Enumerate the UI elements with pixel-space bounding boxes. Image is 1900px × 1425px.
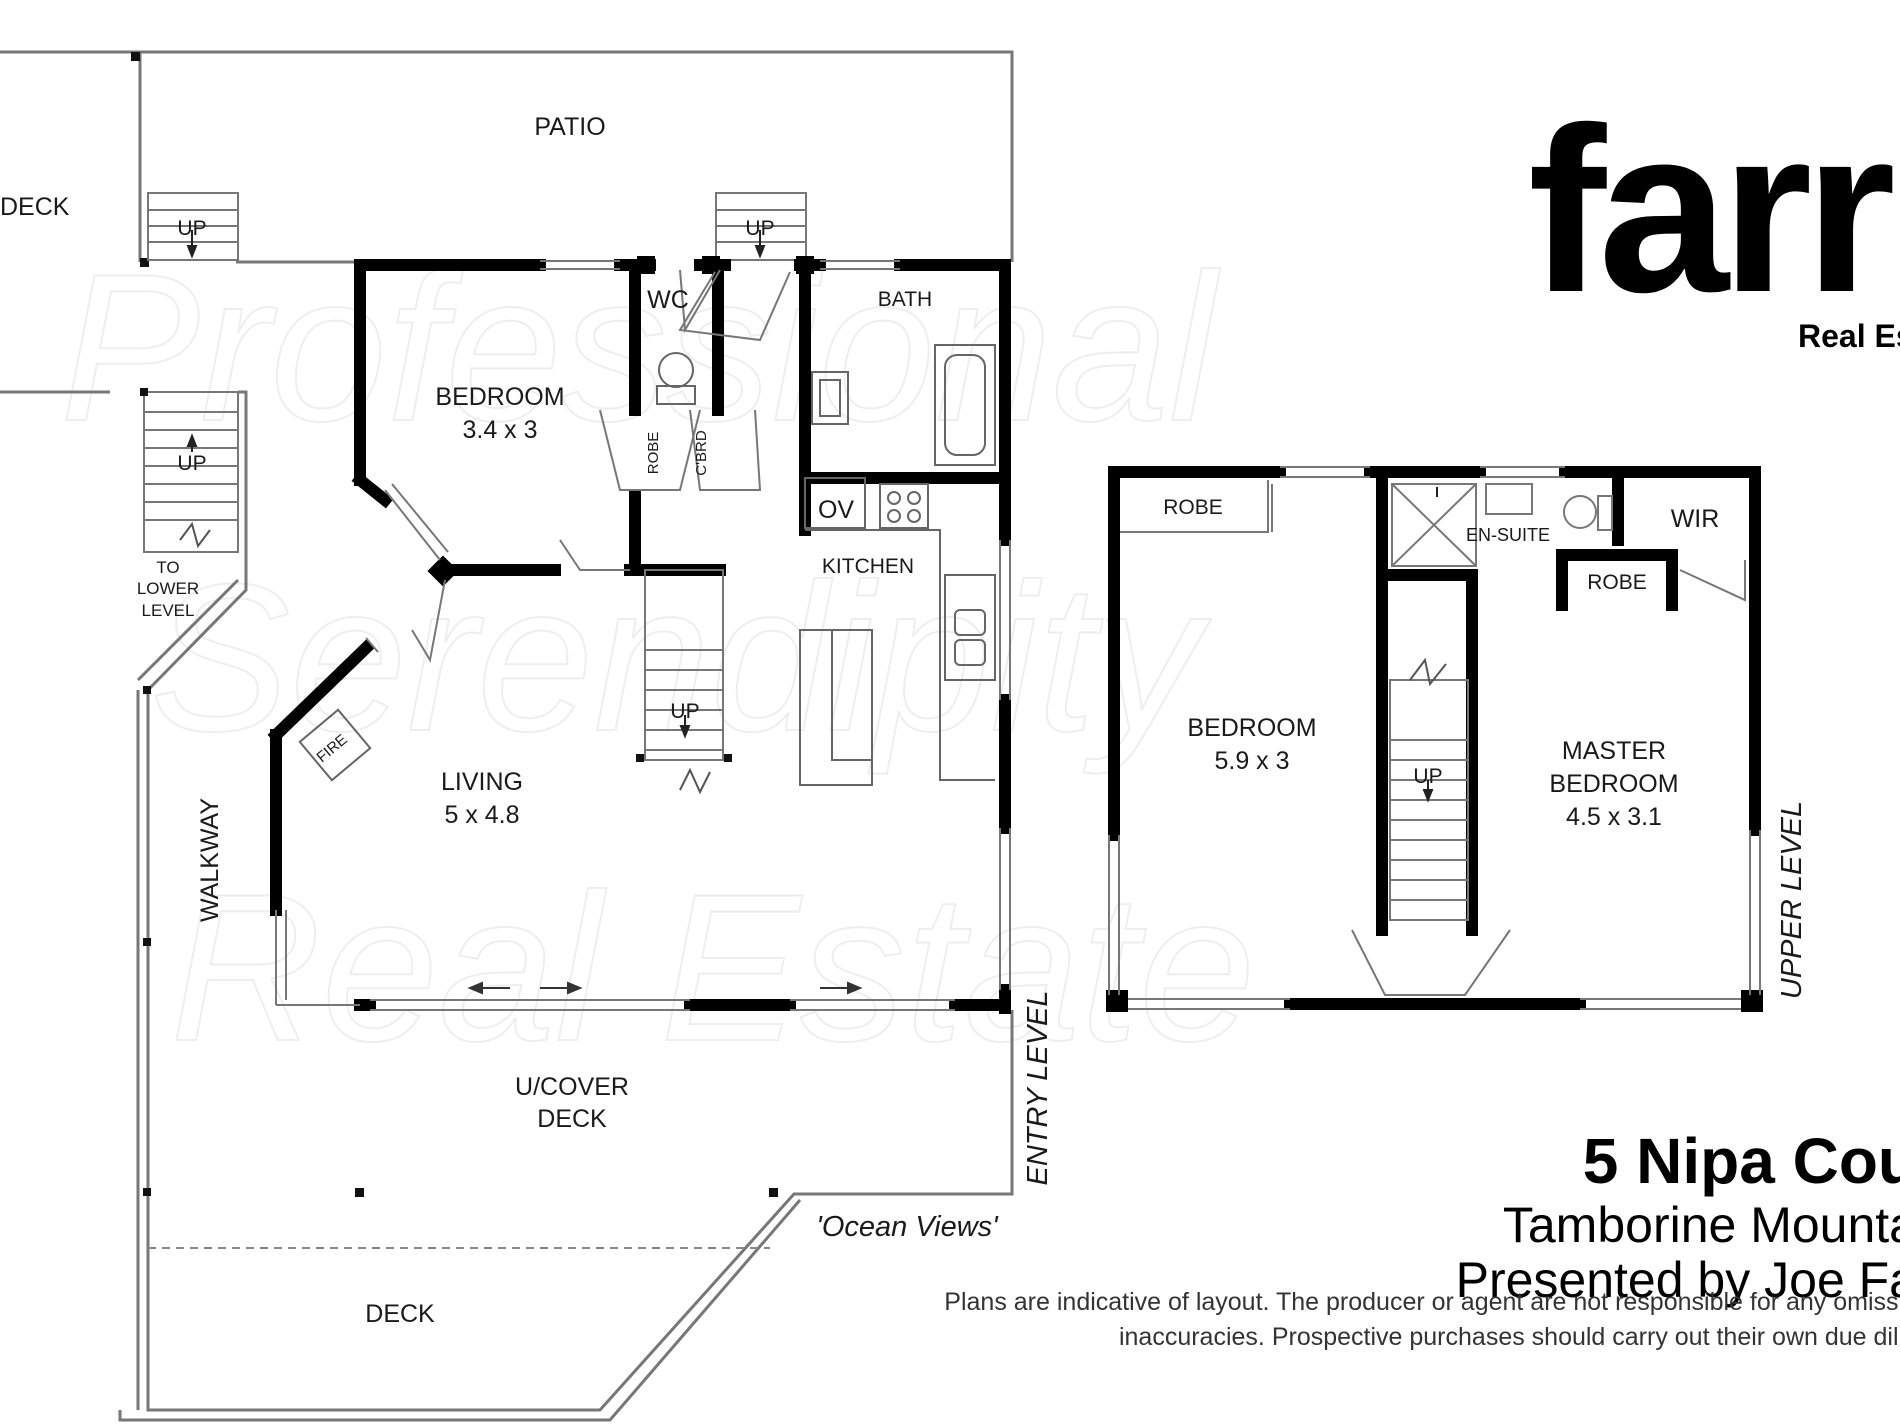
- label-upper-robe: ROBE: [1163, 496, 1223, 519]
- label-master-line-2: BEDROOM: [1549, 770, 1678, 798]
- watermark: Professional Serendipity Real Estate: [59, 229, 1257, 1086]
- post: [143, 1188, 151, 1196]
- label-walkway: WALKWAY: [196, 798, 224, 922]
- label-patio: PATIO: [534, 113, 605, 141]
- label-upper-bedroom-size: 5.9 x 3: [1214, 747, 1289, 775]
- disclaimer-line-1: Plans are indicative of layout. The prod…: [944, 1288, 1900, 1316]
- label-living-size: 5 x 4.8: [444, 801, 519, 829]
- brand-subtitle: Real Est: [1798, 318, 1900, 354]
- entry-level-plan: PATIO DECK UP UP UP TO LOWER LEVEL BEDRO…: [0, 50, 1054, 1422]
- label-ucover-deck-1: U/COVER: [515, 1073, 629, 1101]
- label-to-lower-level-1: TO: [156, 558, 179, 577]
- post: [140, 258, 149, 267]
- label-living-name: LIVING: [441, 768, 523, 796]
- address-presenter: Presented by Joe Fa: [1455, 1252, 1900, 1308]
- label-ensuite: EN-SUITE: [1466, 525, 1550, 545]
- doors: [411, 269, 791, 663]
- address-title: 5 Nipa Cou: [1582, 1125, 1900, 1197]
- disclaimer-line-2: inaccuracies. Prospective purchases shou…: [1118, 1323, 1900, 1351]
- fireplace: [298, 708, 372, 782]
- label-wir: WIR: [1671, 505, 1720, 533]
- brand-logo-text: farr: [1528, 78, 1896, 341]
- label-deck-left: DECK: [0, 193, 70, 221]
- label-to-lower-level-2: LOWER: [137, 579, 199, 598]
- label-up-kitchen-stair: UP: [670, 700, 699, 723]
- post: [131, 52, 140, 61]
- label-robe: ROBE: [645, 432, 662, 475]
- up-arrows: [186, 230, 766, 739]
- entry-windows: [275, 260, 1011, 1011]
- watermark-line-2: Serendipity: [150, 540, 1212, 775]
- post: [637, 256, 655, 274]
- post: [143, 686, 151, 694]
- label-upper-level: UPPER LEVEL: [1776, 801, 1808, 999]
- upper-up-arrow: [1422, 487, 1438, 803]
- label-up-stair-left: UP: [177, 452, 206, 475]
- label-deck-bottom: DECK: [365, 1300, 435, 1328]
- label-upper-bedroom-name: BEDROOM: [1187, 714, 1316, 742]
- patio-outline: [0, 50, 1014, 394]
- label-to-lower-level-3: LEVEL: [142, 601, 195, 620]
- label-master-line-1: MASTER: [1562, 737, 1666, 765]
- upper-level-plan: ROBE BEDROOM 5.9 x 3 EN-SUITE WIR ROBE U…: [1106, 466, 1808, 1012]
- post: [143, 938, 151, 946]
- post: [702, 256, 720, 274]
- bathroom-fixtures: [656, 344, 996, 466]
- label-bedroom-size: 3.4 x 3: [462, 416, 537, 444]
- post: [355, 1188, 364, 1197]
- label-upper-robe-2: ROBE: [1587, 571, 1647, 594]
- post: [796, 256, 814, 274]
- label-kitchen: KITCHEN: [822, 555, 914, 578]
- label-up-center: UP: [745, 217, 774, 240]
- label-ocean-views: 'Ocean Views': [816, 1211, 999, 1243]
- kitchen-stair: [644, 569, 724, 795]
- post: [140, 388, 148, 396]
- label-cbrd: C'BRD: [693, 430, 710, 476]
- label-ucover-deck-2: DECK: [537, 1105, 607, 1133]
- label-ov: OV: [818, 496, 854, 524]
- post: [724, 754, 732, 762]
- post: [769, 1188, 778, 1197]
- post: [636, 754, 644, 762]
- label-upper-up: UP: [1413, 765, 1442, 788]
- walkway-outline: [118, 390, 1014, 1422]
- sliding-door-arrows: [467, 981, 863, 995]
- corner-post: [427, 555, 459, 587]
- upper-walls: [1108, 466, 1761, 1010]
- post: [1741, 990, 1763, 1012]
- label-up-left: UP: [177, 217, 206, 240]
- post: [1106, 990, 1128, 1012]
- label-bedroom-name: BEDROOM: [435, 383, 564, 411]
- label-entry-level: ENTRY LEVEL: [1022, 990, 1054, 1185]
- label-bath: BATH: [878, 288, 932, 311]
- label-wc: WC: [647, 286, 689, 314]
- label-master-size: 4.5 x 3.1: [1566, 803, 1662, 831]
- kitchen-fixtures: [799, 477, 996, 786]
- watermark-line-3: Real Estate: [170, 850, 1256, 1085]
- address-suburb: Tamborine Mounta: [1502, 1197, 1900, 1253]
